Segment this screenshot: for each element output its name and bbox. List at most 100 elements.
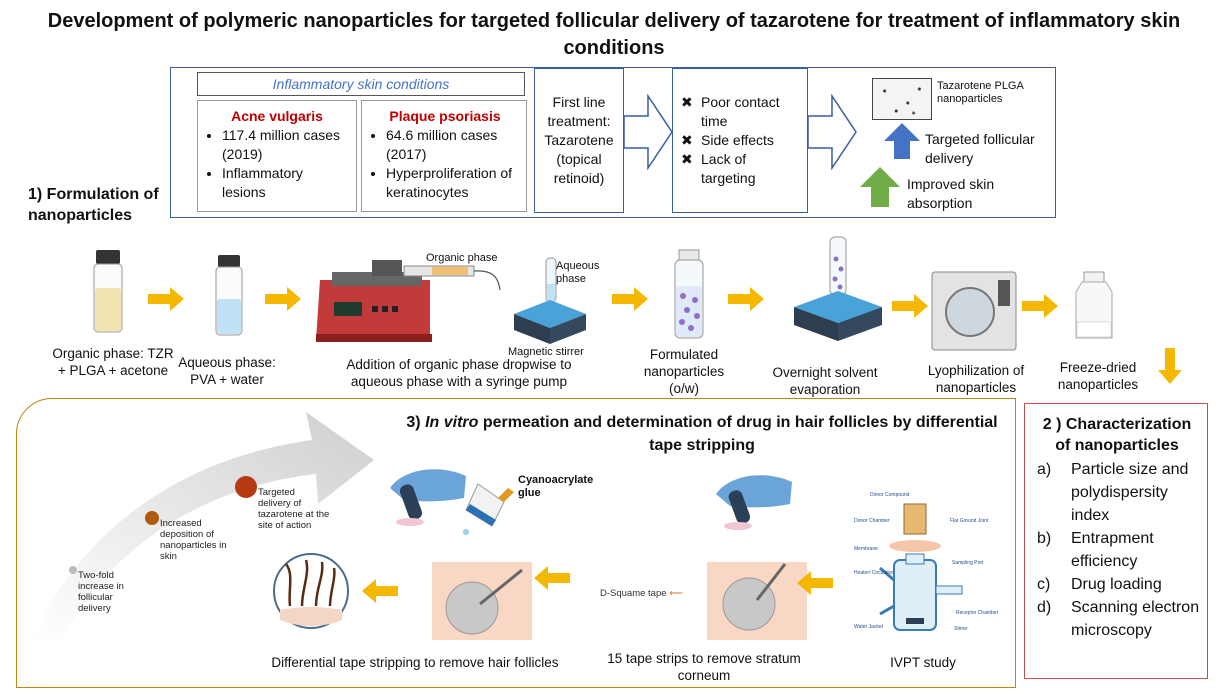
step-caption: Freeze-dried nanoparticles	[1057, 360, 1139, 392]
section-number: 3)	[406, 414, 421, 431]
franz-cell-icon	[879, 503, 963, 631]
curve-label: Targeted delivery of tazarotene at the s…	[258, 487, 330, 531]
psoriasis-bullets: 64.6 million cases (2017) Hyperprolifera…	[368, 126, 522, 202]
outcome-curve-arrow	[32, 412, 374, 640]
item-text: Scanning electron microscopy	[1071, 599, 1200, 639]
characterization-item: d) Scanning electron microscopy	[1033, 596, 1201, 642]
limitation-item: ✖Poor contact time	[681, 93, 803, 131]
step-caption: Lyophilization of nanoparticles	[927, 363, 1025, 395]
flow-arrow-left-icon	[534, 566, 570, 590]
flow-arrow-left-icon	[362, 579, 398, 603]
x-icon: ✖	[681, 94, 693, 110]
psoriasis-bullet: 64.6 million cases (2017)	[386, 126, 522, 164]
ivpt-labels: Donor Compound Donor Chamber Flat Ground…	[852, 490, 1002, 640]
absorption-label: Improved skin absorption	[907, 176, 995, 211]
characterization-item: a) Particle size and polydispersity index	[1033, 458, 1201, 527]
diagram-title: Development of polymeric nanoparticles f…	[47, 10, 1181, 59]
psoriasis-bullet: Hyperproliferation of keratinocytes	[386, 164, 522, 202]
characterization-title: 2 ) Characterization of nanoparticles	[1042, 416, 1192, 454]
inflammatory-conditions-frame	[170, 67, 1056, 218]
item-text: Drug loading	[1071, 576, 1162, 593]
item-text: Entrapment efficiency	[1071, 530, 1154, 570]
down-arrow-icon	[1158, 348, 1182, 384]
item-text: Particle size and polydispersity index	[1071, 461, 1189, 524]
flow-arrow-icon	[892, 294, 928, 318]
hollow-arrow-2	[807, 93, 857, 171]
skin-tape-icon-2	[707, 562, 807, 640]
item-marker: c)	[1037, 576, 1051, 593]
limitation-text: Lack of targeting	[701, 151, 756, 186]
hair-follicle-icon	[273, 553, 349, 629]
permeation-title: 3) In vitro permeation and determination…	[402, 411, 1002, 457]
permeation-caption: 15 tape strips to remove stratum corneum	[607, 651, 801, 683]
gloved-hand-icon	[716, 475, 792, 530]
ivpt-part-label: Sampling Port	[952, 560, 984, 566]
first-line-card: First line treatment: Tazarotene (topica…	[534, 68, 624, 213]
flow-arrow-icon	[1022, 294, 1058, 318]
characterization-item: c) Drug loading	[1033, 573, 1201, 596]
acne-card: Acne vulgaris 117.4 million cases (2019)…	[197, 100, 357, 212]
permeation-frame	[16, 398, 1016, 688]
flow-arrow-icon	[265, 287, 301, 311]
ivpt-part-label: Flat Ground Joint	[950, 518, 989, 524]
curve-label: Two-fold increase in follicular delivery	[78, 570, 124, 614]
flow-arrow-left-icon	[797, 571, 833, 595]
limitations-card: ✖Poor contact time ✖ Side effects ✖ Lack o…	[672, 68, 808, 213]
acne-title: Acne vulgaris	[231, 108, 323, 124]
freeze-dried-vial-icon	[1075, 271, 1113, 339]
item-marker: b)	[1037, 530, 1052, 547]
acne-bullet: 117.4 million cases (2019)	[222, 126, 350, 164]
glue-bottle-icon	[463, 483, 514, 535]
glue-label: Cyanoacrylate glue	[518, 474, 594, 499]
aqueous-vial-icon	[215, 255, 243, 336]
ivpt-part-label: Heater/ Circulator	[854, 570, 894, 576]
first-line-text: First line treatment: Tazarotene (topica…	[544, 94, 614, 186]
conditions-heading: Inflammatory skin conditions	[197, 72, 525, 96]
skin-tape-icon-1	[432, 562, 532, 640]
item-marker: d)	[1037, 599, 1052, 616]
tape-label-text: D-Squame tape	[600, 588, 667, 599]
green-up-arrow	[860, 167, 900, 207]
psoriasis-title: Plaque psoriasis	[389, 108, 501, 124]
limitation-item: ✖ Lack of targeting	[681, 150, 803, 188]
flow-arrow-icon	[728, 287, 764, 311]
ivpt-part-label: Donor Chamber	[854, 518, 890, 524]
step-caption: Overnight solvent evaporation	[772, 365, 878, 397]
blue-up-arrow	[884, 123, 920, 159]
permeation-caption: IVPT study	[890, 655, 956, 670]
limitation-text: Side effects	[701, 132, 774, 148]
step-caption: Aqueous phase: PVA + water	[178, 355, 276, 387]
ivpt-part-label: Water Jacket	[854, 624, 883, 630]
lyophilizer-icon	[931, 271, 1017, 351]
psoriasis-card: Plaque psoriasis 64.6 million cases (201…	[361, 100, 527, 212]
limitation-item: ✖ Side effects	[681, 131, 803, 150]
flow-arrow-icon	[148, 287, 184, 311]
ivpt-part-label: Receptor Chamber	[956, 610, 999, 616]
organic-phase-label: Organic phase	[426, 252, 498, 264]
x-icon: ✖	[681, 132, 693, 148]
outcome-dot-large	[235, 476, 257, 498]
nanoparticles-label: Tazarotene PLGA nanoparticles	[937, 80, 1024, 105]
nanoparticle-image	[872, 78, 932, 120]
pointer-arrow-icon: ⟵	[669, 588, 683, 599]
stirrer-label: Magnetic stirrer	[508, 346, 584, 358]
nanoparticle-bottle-icon	[674, 249, 704, 339]
step-caption: Addition of organic phase dropwise to aq…	[346, 357, 572, 389]
curve-label: Increased deposition of nanoparticles in…	[160, 518, 227, 562]
item-marker: a)	[1037, 461, 1052, 478]
permeation-caption: Differential tape stripping to remove ha…	[271, 655, 559, 670]
step-caption: Organic phase: TZR + PLGA + acetone	[52, 346, 174, 378]
organic-vial-icon	[93, 250, 123, 333]
x-icon: ✖	[681, 151, 693, 167]
characterization-frame: 2 ) Characterization of nanoparticles a)…	[1024, 403, 1208, 679]
characterization-list: a) Particle size and polydispersity index…	[1033, 458, 1201, 642]
targeted-label: Targeted follicular delivery	[925, 131, 1035, 166]
title-rest: permeation and determination of drug in …	[482, 414, 998, 454]
ivpt-part-label: Donor Compound	[870, 492, 910, 498]
ivpt-part-label: Stirrer	[954, 626, 968, 632]
formulation-title: 1) Formulation of nanoparticles	[28, 186, 159, 224]
flow-arrow-icon	[612, 287, 648, 311]
outcome-dot-small	[69, 566, 77, 574]
gloved-hand-icon	[390, 469, 466, 526]
magnetic-stirrer-icon	[514, 257, 586, 344]
